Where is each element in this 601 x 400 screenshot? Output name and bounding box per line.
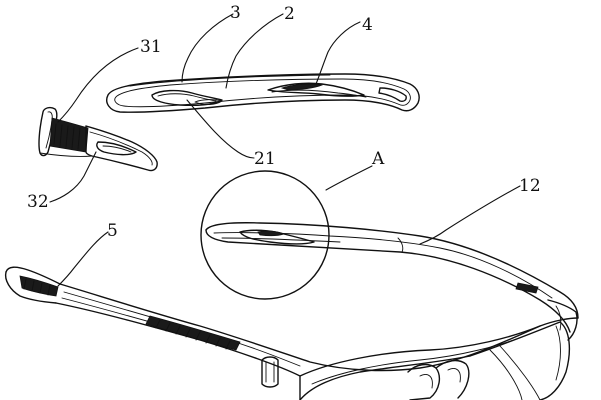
label-31: 31 bbox=[140, 37, 162, 57]
label-5: 5 bbox=[107, 221, 118, 241]
leader-lines bbox=[49, 13, 521, 287]
temple-tip-part bbox=[38, 106, 158, 172]
label-2: 2 bbox=[284, 4, 295, 24]
label-3: 3 bbox=[230, 3, 241, 23]
temple-sleeve-part bbox=[106, 73, 420, 113]
label-4: 4 bbox=[362, 15, 373, 35]
label-21: 21 bbox=[254, 149, 276, 169]
label-32: 32 bbox=[27, 192, 49, 212]
frame-temple-part bbox=[205, 222, 579, 341]
reference-labels: 3 2 4 31 21 A 12 32 5 bbox=[27, 3, 541, 241]
front-frame-part bbox=[4, 266, 579, 400]
detail-circle-a bbox=[200, 170, 330, 300]
label-12: 12 bbox=[519, 176, 541, 196]
label-a: A bbox=[371, 149, 385, 169]
